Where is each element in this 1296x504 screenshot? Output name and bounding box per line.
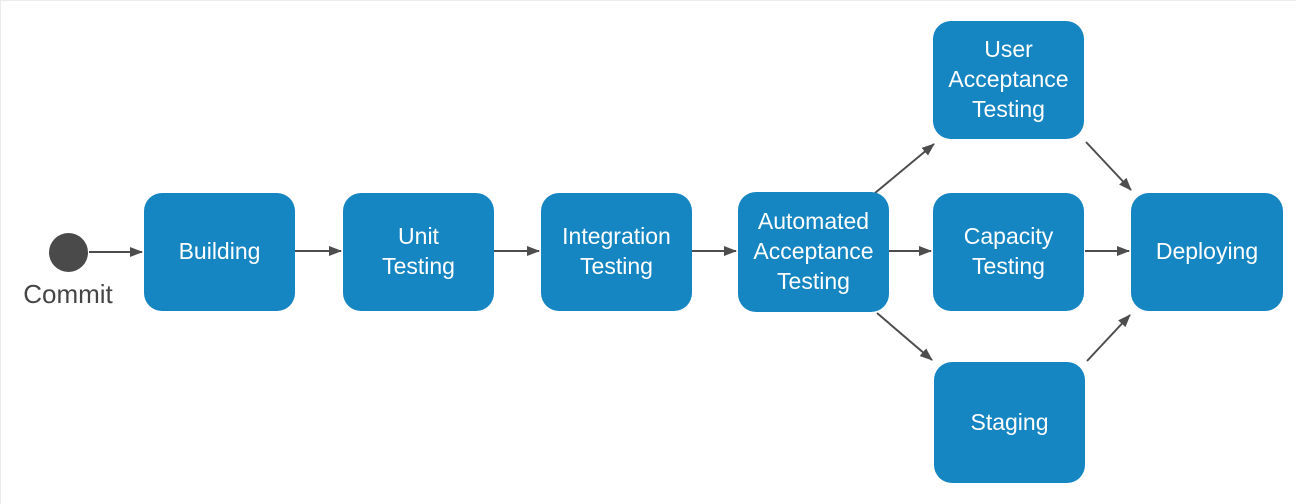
- commit-start-circle: [49, 233, 88, 272]
- edge-user-acceptance-testing-deploying: [1085, 141, 1132, 191]
- edge-automated-acceptance-testing-staging: [876, 312, 933, 361]
- node-user-acceptance-testing-label: User Acceptance Testing: [948, 36, 1069, 122]
- node-automated-acceptance-testing: Automated Acceptance Testing: [738, 192, 889, 312]
- node-staging: Staging: [934, 362, 1085, 483]
- node-integration-testing: Integration Testing: [541, 193, 692, 311]
- node-user-acceptance-testing: User Acceptance Testing: [933, 21, 1084, 139]
- node-staging-label: Staging: [970, 408, 1049, 435]
- node-capacity-testing-label: Capacity Testing: [963, 223, 1054, 279]
- node-building: Building: [144, 193, 295, 311]
- node-unit-testing: Unit Testing: [343, 193, 494, 311]
- edge-automated-acceptance-testing-user-acceptance-testing: [874, 143, 935, 194]
- commit-label: Commit: [23, 279, 113, 309]
- node-deploying-label: Deploying: [1155, 238, 1259, 265]
- edge-staging-deploying: [1086, 314, 1131, 362]
- node-deploying: Deploying: [1131, 193, 1283, 311]
- node-automated-acceptance-testing-label: Automated Acceptance Testing: [753, 208, 874, 294]
- node-unit-testing-label: Unit Testing: [382, 223, 455, 279]
- node-building-label: Building: [178, 238, 261, 265]
- node-integration-testing-label: Integration Testing: [562, 223, 671, 279]
- node-capacity-testing: Capacity Testing: [933, 193, 1084, 311]
